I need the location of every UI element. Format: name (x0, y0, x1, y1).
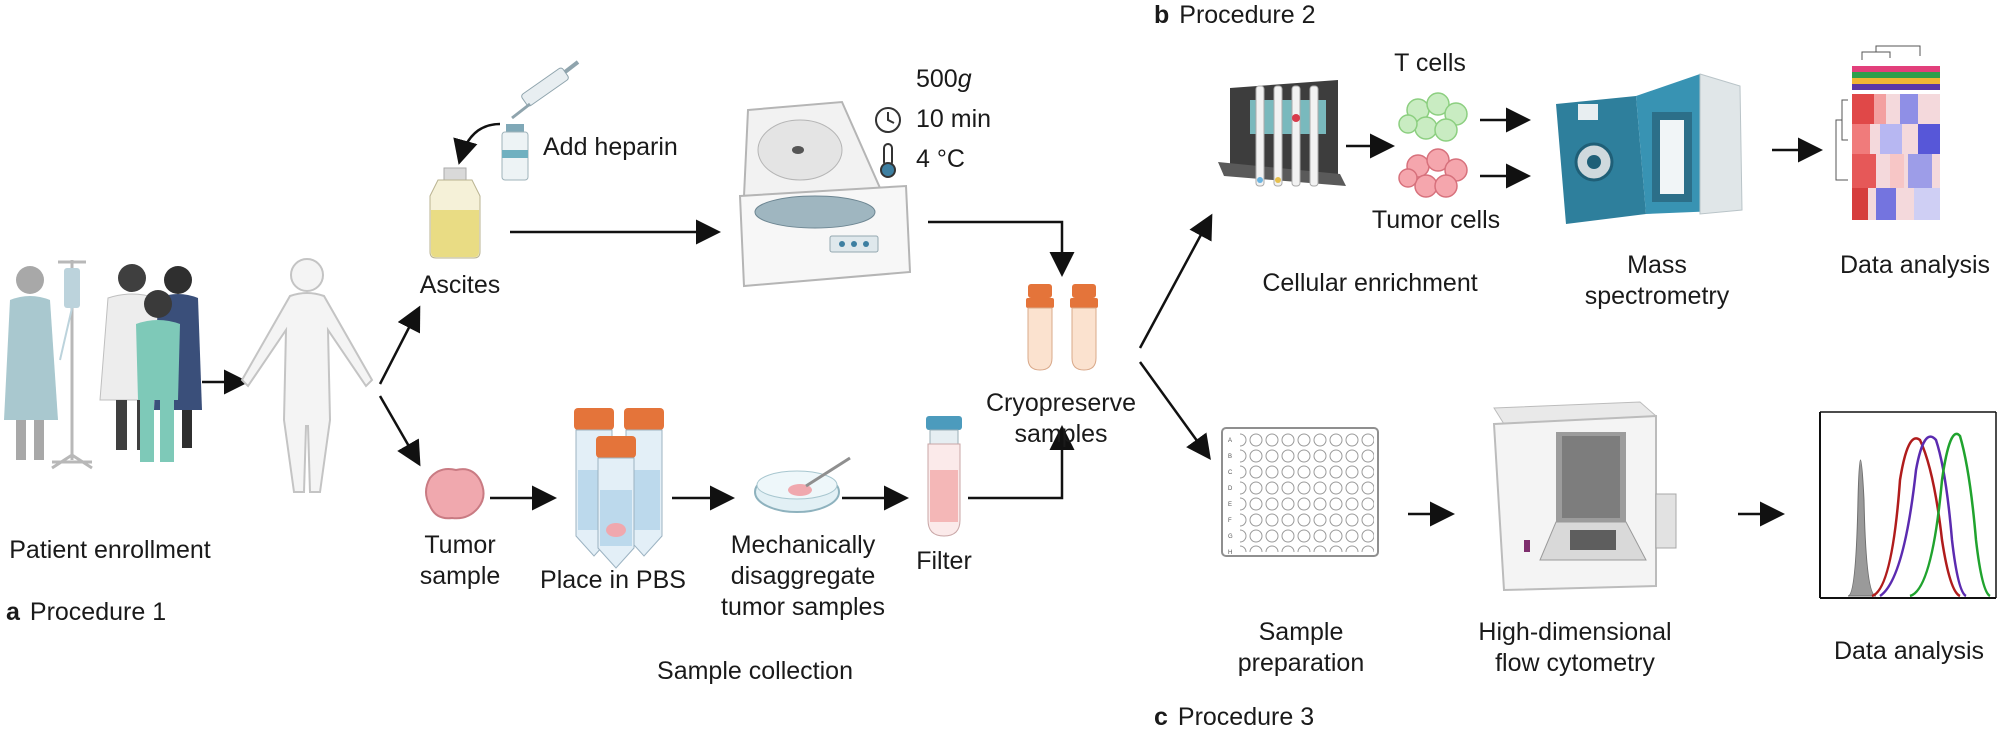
mass-spectrometry-label: Mass spectrometry (1572, 250, 1742, 312)
plate-row-c: C (1228, 470, 1233, 476)
tumor-sample-line2: sample (419, 562, 501, 590)
arrow-body-to-ascites (378, 305, 421, 385)
arrow-cryo-to-procedure2 (1138, 213, 1213, 349)
disaggregate-line2: disaggregate (730, 562, 876, 590)
panel-c-title: Procedure 3 (1177, 703, 1315, 731)
plate-row-g: G (1228, 534, 1233, 540)
plate-row-e: E (1228, 502, 1232, 508)
flow-cytometry-label: High-dimensional flow cytometry (1470, 617, 1680, 679)
mass-spectrometry-line2: spectrometry (1584, 282, 1730, 310)
petri-dish-icon (754, 456, 851, 513)
arrow-heparin-to-ascites (453, 122, 501, 165)
well-plate-icon (1221, 427, 1379, 557)
plate-row-h: H (1228, 550, 1232, 556)
magnetic-separator-icon (1218, 80, 1346, 187)
patient-group-icon (4, 260, 202, 470)
add-heparin-label: Add heparin (543, 133, 678, 161)
centrifuge-force-unit: g (957, 65, 972, 93)
flow-cytometry-line2: flow cytometry (1495, 649, 1655, 677)
sample-preparation-label: Sample preparation (1226, 617, 1376, 679)
procedure3-data-analysis-label: Data analysis (1833, 637, 1985, 665)
plate-row-b: B (1228, 454, 1232, 460)
pbs-tubes-icon (574, 408, 664, 569)
arrow-centrifuge-to-cryo (928, 220, 1075, 277)
cryopreserve-label: Cryopreserve samples (972, 388, 1150, 450)
filter-tube-icon (926, 416, 962, 537)
t-cells-label: T cells (1394, 49, 1466, 77)
human-body-icon (240, 258, 374, 493)
clock-icon (875, 107, 901, 133)
histogram-icon (1819, 411, 1997, 599)
sample-preparation-line2: preparation (1237, 649, 1365, 677)
panel-a-heading: a Procedure 1 (6, 597, 166, 628)
arrow-body-to-tumor (378, 395, 421, 467)
tumor-cells-icon (1398, 148, 1468, 198)
panel-b-letter: b (1154, 1, 1170, 29)
plate-row-f: F (1228, 518, 1232, 524)
disaggregate-line1: Mechanically (730, 531, 876, 559)
centrifuge-icon (738, 100, 912, 288)
tumor-sample-label: Tumor sample (404, 530, 516, 592)
cryovials-icon (1026, 284, 1098, 371)
cryopreserve-line1: Cryopreserve (985, 389, 1137, 417)
cellular-enrichment-label: Cellular enrichment (1262, 269, 1478, 297)
centrifuge-time-label: 10 min (916, 105, 992, 133)
thermometer-icon (880, 143, 896, 178)
arrow-cryo-to-procedure3 (1138, 361, 1211, 461)
sample-preparation-line1: Sample (1258, 618, 1344, 646)
filter-label: Filter (916, 547, 972, 575)
disaggregate-label: Mechanically disaggregate tumor samples (708, 530, 898, 623)
mass-spectrometry-line1: Mass (1627, 251, 1687, 279)
syringe-icon (511, 60, 580, 120)
centrifuge-force-label: 500g (916, 64, 972, 95)
panel-b-title: Procedure 2 (1179, 1, 1316, 29)
panel-a-letter: a (6, 598, 20, 626)
heatmap-icon (1835, 45, 1940, 220)
place-in-pbs-label: Place in PBS (540, 566, 686, 594)
arrow-filter-to-cryo (968, 425, 1075, 500)
tumor-tissue-icon (425, 468, 485, 520)
panel-c-letter: c (1154, 703, 1168, 731)
panel-a-title: Procedure 1 (29, 598, 167, 626)
panel-b-heading: b Procedure 2 (1154, 0, 1315, 31)
flow-cytometer-icon (1492, 401, 1677, 592)
ascites-label: Ascites (419, 271, 501, 299)
ascites-bottle-icon (429, 167, 481, 259)
centrifuge-temperature-label: 4 °C (916, 145, 965, 173)
mass-spectrometer-icon (1556, 73, 1743, 224)
plate-row-a: A (1228, 438, 1232, 444)
disaggregate-line3: tumor samples (721, 593, 885, 621)
cryopreserve-line2: samples (1014, 420, 1108, 448)
flow-cytometry-line1: High-dimensional (1478, 618, 1672, 646)
procedure2-data-analysis-label: Data analysis (1839, 251, 1991, 279)
sample-collection-label: Sample collection (657, 657, 853, 685)
heparin-vial-icon (501, 124, 529, 181)
panel-c-heading: c Procedure 3 (1154, 702, 1314, 733)
tumor-sample-line1: Tumor (424, 531, 496, 559)
patient-enrollment-label: Patient enrollment (9, 536, 211, 564)
plate-row-d: D (1228, 486, 1233, 492)
plate-row-labels: A B C D E F G H (1228, 438, 1233, 556)
centrifuge-force-value: 500 (916, 65, 958, 93)
tumor-cells-label: Tumor cells (1371, 206, 1501, 234)
t-cells-icon (1398, 92, 1468, 142)
